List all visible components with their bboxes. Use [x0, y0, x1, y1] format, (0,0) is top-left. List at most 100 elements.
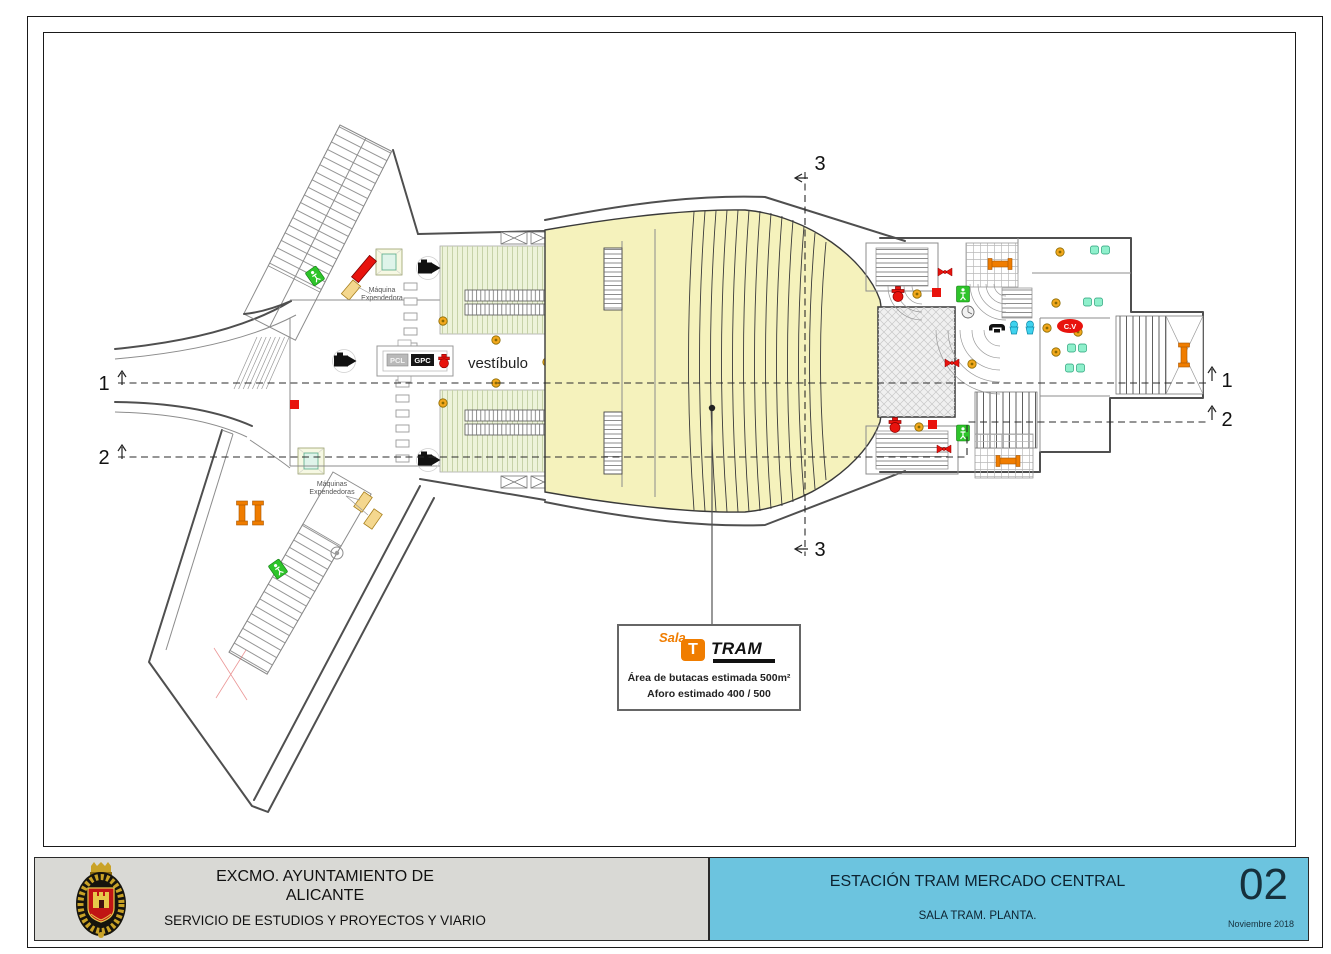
stairs-icon [875, 247, 929, 287]
camera-icon [416, 256, 441, 280]
exit-sign-icon [955, 285, 971, 303]
alicante-coat-of-arms [76, 862, 126, 938]
bench-icon [236, 500, 248, 526]
toilet-fixture-icon [1067, 343, 1087, 353]
annotation-anchor-dot [708, 404, 716, 412]
drinking-fountain-icon [1009, 320, 1019, 335]
toilet-fixture-icon [1083, 297, 1103, 307]
section-arrow [1207, 404, 1217, 420]
project-title: ESTACIÓN TRAM MERCADO CENTRAL [829, 873, 1126, 890]
drawing-area-border [43, 32, 1296, 847]
sheet-outer-frame [27, 16, 1323, 948]
seating-rows [688, 209, 827, 513]
light-fixture-icon [1051, 347, 1061, 357]
gpc-chip-label: GPC [414, 356, 431, 365]
wall [243, 300, 292, 315]
stairs-bottom-left [228, 471, 372, 675]
tram-hall [544, 195, 906, 624]
sheet-number: 02 [1239, 860, 1288, 909]
sheet-date: Noviembre 2018 [1227, 919, 1294, 929]
annotation-area-line: Área de butacas estimada 500m² [627, 672, 791, 684]
camera-icon [332, 349, 357, 373]
section-line-2 [118, 421, 1208, 458]
titleblock-organization-panel: EXCMO. AYUNTAMIENTO DE ALICANTE SERVICIO… [34, 857, 709, 941]
sala-brand-script: Sala [659, 630, 686, 645]
ticket-machine-icon [353, 491, 373, 513]
tram-logo-bar [713, 659, 775, 663]
toilet-fixture-icon [1065, 363, 1085, 373]
organization-line2: ALICANTE [285, 887, 365, 904]
toilet-fixture-icon [1090, 245, 1110, 255]
light-fixture-icon [1042, 323, 1052, 333]
ticket-machine-icon [363, 508, 383, 530]
fire-hydrant-icon [888, 417, 902, 433]
hall-stair-top [603, 247, 623, 311]
light-fixture-icon [438, 398, 448, 408]
equipment-cabinet-icon [375, 248, 403, 276]
fire-alarm-icon [932, 288, 941, 297]
ticket-machine-icon [340, 279, 362, 301]
cv-sign-label: C.V [1064, 322, 1077, 331]
stairs-annex-right [1115, 315, 1204, 395]
stairwell-room [865, 425, 959, 475]
ticket-machine-label: Máquina [369, 287, 396, 294]
section-marker-1-left: 1 [98, 373, 109, 395]
hall-stair-bottom [603, 411, 623, 475]
section-marker-1-right: 1 [1221, 370, 1232, 392]
telephone-icon [989, 324, 1005, 333]
control-box: PCL GPC [376, 339, 454, 383]
drinking-fountain-icon [1025, 320, 1035, 335]
vestibule-label: vestíbulo [468, 355, 528, 372]
light-fixture-icon [914, 422, 924, 432]
section-marker-2-left: 2 [98, 447, 109, 469]
section-arrow [793, 173, 808, 183]
tram-logo-icon: T [681, 639, 705, 661]
ticket-machines-label: Expendedoras [309, 489, 355, 496]
titleblock-project-panel: ESTACIÓN TRAM MERCADO CENTRAL SALA TRAM.… [709, 857, 1309, 941]
vent-grille-icon [500, 231, 528, 245]
section-arrow [117, 443, 127, 459]
survey-cross-mark [213, 647, 248, 701]
stairs-icon [875, 430, 949, 470]
vending-machine-icon [351, 254, 377, 284]
hall-floor [544, 209, 884, 513]
organization-line1: EXCMO. AYUNTAMIENTO DE [216, 868, 434, 885]
section-arrow [1207, 365, 1217, 381]
light-fixture-icon [438, 316, 448, 326]
light-fixture-icon [491, 335, 501, 345]
fire-hydrant-icon [891, 286, 905, 302]
drawing-title: SALA TRAM. PLANTA. [918, 910, 1037, 922]
clock-icon [961, 305, 975, 319]
bench-icon [252, 500, 264, 526]
ticket-machine-label: Expendedora [361, 295, 403, 302]
pcl-chip-label: PCL [390, 356, 405, 365]
stairs-top-left [243, 124, 393, 341]
stairs-icon [1001, 287, 1033, 319]
service-room [974, 433, 1034, 479]
vent-grille-icon [500, 475, 528, 489]
southwest-boundary-walls [148, 429, 435, 813]
vestibule: PCL GPC vestíbulo [289, 230, 581, 501]
curved-ramp [969, 283, 1007, 321]
track-ramp-hatch [233, 336, 290, 390]
column-marker-center [334, 550, 340, 556]
annotation-capacity-line: Aforo estimado 400 / 500 [647, 688, 771, 700]
tram-brand-word: TRAM [711, 639, 763, 658]
section-marker-3-top: 3 [814, 153, 825, 175]
section-arrow [117, 369, 127, 385]
camera-icon [416, 448, 441, 472]
department-name: SERVICIO DE ESTUDIOS Y PROYECTOS Y VIARI… [164, 913, 486, 928]
light-fixture-icon [912, 289, 922, 299]
tram-tracks [114, 300, 297, 469]
fire-valve-icon [937, 267, 953, 277]
annotation-box: Sala T TRAM Área de butacas estimada 500… [617, 624, 801, 711]
light-fixture-icon [1051, 298, 1061, 308]
section-arrow [793, 544, 808, 554]
wall [392, 149, 419, 235]
light-fixture-icon [967, 359, 977, 369]
right-wing: C.V [865, 237, 1204, 479]
section-marker-2-right: 2 [1221, 409, 1232, 431]
cv-sign: C.V [1057, 319, 1083, 333]
